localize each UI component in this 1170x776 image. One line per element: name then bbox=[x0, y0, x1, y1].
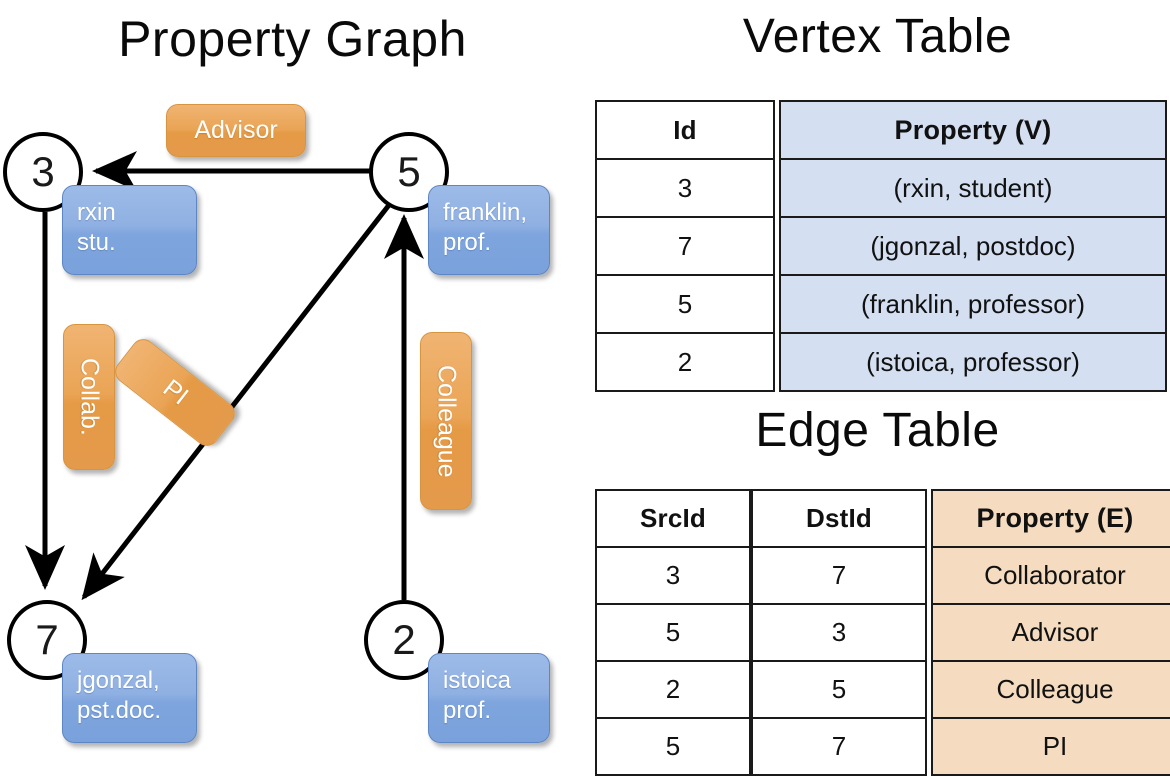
table-row[interactable]: (istoica, professor) bbox=[779, 332, 1167, 392]
edge-table-header-srcid: SrcId bbox=[595, 489, 751, 548]
edge-label-collab[interactable]: Collab. bbox=[63, 324, 115, 470]
graph-node-2[interactable]: 2 bbox=[364, 600, 444, 680]
table-header-row: SrcId bbox=[595, 489, 751, 548]
vertex-cell-property: (franklin, professor) bbox=[779, 274, 1167, 334]
vertex-property-box-5[interactable]: franklin, prof. bbox=[428, 185, 550, 275]
edge-cell-dstid: 5 bbox=[751, 660, 927, 719]
vertex-cell-id: 2 bbox=[595, 332, 775, 392]
edge-label-collab-text: Collab. bbox=[75, 358, 104, 436]
page-title-vertex-table: Vertex Table bbox=[742, 10, 1013, 63]
edge-table: SrcId 3 5 2 5 DstId 7 bbox=[595, 489, 1170, 776]
edge-cell-property: Colleague bbox=[931, 660, 1170, 719]
edge-table-header-property: Property (E) bbox=[931, 489, 1170, 548]
edge-cell-srcid: 5 bbox=[595, 603, 751, 662]
page-title-edge-table: Edge Table bbox=[755, 404, 1000, 457]
edge-cell-property: Collaborator bbox=[931, 546, 1170, 605]
vertex-property-box-7-line1: jgonzal, bbox=[77, 667, 160, 694]
edge-label-pi-text: PI bbox=[157, 373, 194, 411]
table-row[interactable]: 5 bbox=[595, 603, 751, 662]
graph-node-2-label: 2 bbox=[392, 616, 416, 663]
edge-cell-srcid: 3 bbox=[595, 546, 751, 605]
edge-label-advisor-text: Advisor bbox=[194, 116, 278, 144]
edge-cell-dstid: 7 bbox=[751, 546, 927, 605]
table-row[interactable]: (jgonzal, postdoc) bbox=[779, 216, 1167, 276]
table-row[interactable]: Colleague bbox=[931, 660, 1170, 719]
table-header-row: DstId bbox=[751, 489, 927, 548]
graph-node-7-label: 7 bbox=[35, 616, 59, 663]
vertex-property-box-2-line1: istoica bbox=[443, 667, 512, 694]
table-row[interactable]: (franklin, professor) bbox=[779, 274, 1167, 334]
vertex-property-box-7-line2: pst.doc. bbox=[77, 697, 162, 724]
vertex-property-box-3-line2: stu. bbox=[77, 229, 116, 256]
table-row[interactable]: 5 bbox=[595, 274, 775, 334]
table-row[interactable]: 3 bbox=[595, 158, 775, 218]
table-row[interactable]: 5 bbox=[595, 717, 751, 776]
edge-5-to-7-pi bbox=[81, 203, 391, 601]
table-row[interactable]: 3 bbox=[595, 546, 751, 605]
table-row[interactable]: 2 bbox=[595, 332, 775, 392]
vertex-property-box-2-line2: prof. bbox=[443, 697, 492, 724]
table-row[interactable]: PI bbox=[931, 717, 1170, 776]
edge-label-advisor[interactable]: Advisor bbox=[166, 104, 306, 157]
vertex-property-box-7[interactable]: jgonzal, pst.doc. bbox=[62, 653, 197, 743]
table-row[interactable]: 2 bbox=[595, 660, 751, 719]
vertex-cell-property: (istoica, professor) bbox=[779, 332, 1167, 392]
edge-label-colleague[interactable]: Colleague bbox=[420, 332, 472, 510]
edge-cell-srcid: 2 bbox=[595, 660, 751, 719]
vertex-table-id-column: Id 3 7 5 2 bbox=[595, 100, 775, 392]
vertex-property-box-5-line1: franklin, bbox=[443, 199, 528, 226]
vertex-table-property-column: Property (V) (rxin, student) (jgonzal, p… bbox=[779, 100, 1167, 392]
table-header-row: Property (V) bbox=[779, 100, 1167, 160]
graph-edges-layer bbox=[25, 151, 424, 601]
vertex-table: Id 3 7 5 2 Property (V) (rxin, bbox=[595, 100, 1167, 392]
graph-node-3-label: 3 bbox=[31, 148, 55, 195]
table-row[interactable]: 7 bbox=[751, 717, 927, 776]
table-header-row: Property (E) bbox=[931, 489, 1170, 548]
table-row[interactable]: 7 bbox=[595, 216, 775, 276]
vertex-cell-id: 3 bbox=[595, 158, 775, 218]
table-row[interactable]: 5 bbox=[751, 660, 927, 719]
vertex-cell-id: 5 bbox=[595, 274, 775, 334]
vertex-cell-id: 7 bbox=[595, 216, 775, 276]
graph-node-5-label: 5 bbox=[397, 148, 421, 195]
table-row[interactable]: Collaborator bbox=[931, 546, 1170, 605]
vertex-property-box-5-line2: prof. bbox=[443, 229, 492, 256]
table-row[interactable]: 7 bbox=[751, 546, 927, 605]
edge-cell-dstid: 7 bbox=[751, 717, 927, 776]
table-row[interactable]: 3 bbox=[751, 603, 927, 662]
graph-node-5[interactable]: 5 bbox=[369, 132, 449, 212]
edge-table-srcid-column: SrcId 3 5 2 5 bbox=[595, 489, 751, 776]
vertex-table-header-id: Id bbox=[595, 100, 775, 160]
property-graph-diagram: 3 5 7 2 rxin stu. franklin, prof. jgonza… bbox=[0, 0, 585, 760]
edge-table-property-column: Property (E) Collaborator Advisor Collea… bbox=[931, 489, 1170, 776]
vertex-property-box-2[interactable]: istoica prof. bbox=[428, 653, 550, 743]
edge-label-colleague-text: Colleague bbox=[432, 364, 461, 478]
table-row[interactable]: Advisor bbox=[931, 603, 1170, 662]
table-row[interactable]: (rxin, student) bbox=[779, 158, 1167, 218]
edge-table-header-dstid: DstId bbox=[751, 489, 927, 548]
vertex-property-box-3[interactable]: rxin stu. bbox=[62, 185, 197, 275]
vertex-table-header-property: Property (V) bbox=[779, 100, 1167, 160]
edge-cell-dstid: 3 bbox=[751, 603, 927, 662]
page-title-property-graph: Property Graph bbox=[118, 11, 467, 67]
vertex-cell-property: (jgonzal, postdoc) bbox=[779, 216, 1167, 276]
edge-cell-srcid: 5 bbox=[595, 717, 751, 776]
edge-cell-property: PI bbox=[931, 717, 1170, 776]
vertex-cell-property: (rxin, student) bbox=[779, 158, 1167, 218]
edge-cell-property: Advisor bbox=[931, 603, 1170, 662]
table-header-row: Id bbox=[595, 100, 775, 160]
vertex-property-box-3-line1: rxin bbox=[77, 199, 116, 226]
edge-table-dstid-column: DstId 7 3 5 7 bbox=[751, 489, 927, 776]
